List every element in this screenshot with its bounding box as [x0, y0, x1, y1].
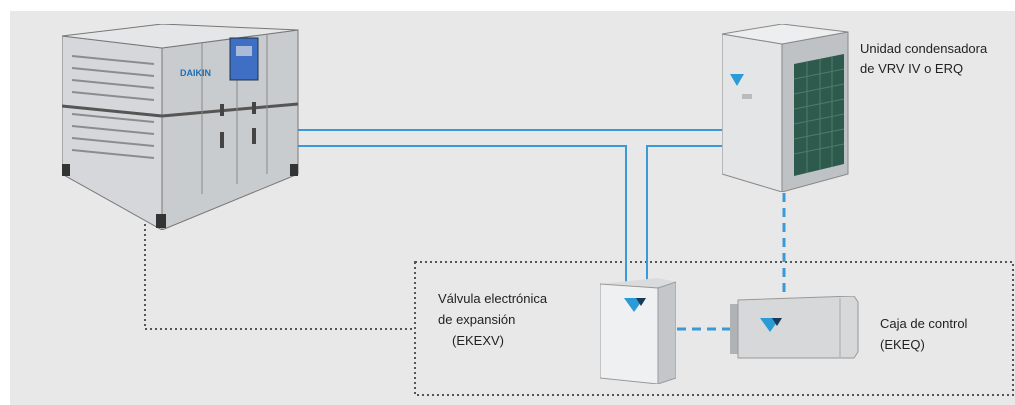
condensing-unit-label: Unidad condensadora de VRV IV o ERQ [860, 39, 987, 79]
expansion-valve-label-line3: (EKEXV) [452, 333, 505, 348]
expansion-valve-label-line1: Válvula electrónica [438, 291, 548, 306]
expansion-valve-box [600, 278, 676, 384]
control-box-label: Caja de control (EKEQ) [880, 313, 967, 355]
communication-wire [144, 224, 415, 330]
condenser-logo-icon [730, 74, 744, 86]
expansion-valve-label: Válvula electrónica de expansión (EKEXV) [438, 288, 547, 351]
control-box-label-line2: (EKEQ) [880, 337, 925, 352]
air-handling-unit: DAIKIN [62, 24, 299, 230]
condensing-unit-label-line2: de VRV IV o ERQ [860, 61, 964, 76]
refrigerant-pipe-gas [296, 145, 627, 287]
control-box [730, 296, 859, 359]
equipment-enclosure [414, 261, 1014, 396]
refrigerant-pipe-return [646, 145, 723, 287]
ahu-brand-text: DAIKIN [180, 68, 211, 78]
condensing-unit-label-line1: Unidad condensadora [860, 41, 988, 56]
condensing-unit [722, 24, 849, 192]
expansion-valve-label-line2: de expansión [438, 312, 516, 327]
control-box-label-line1: Caja de control [880, 316, 968, 331]
